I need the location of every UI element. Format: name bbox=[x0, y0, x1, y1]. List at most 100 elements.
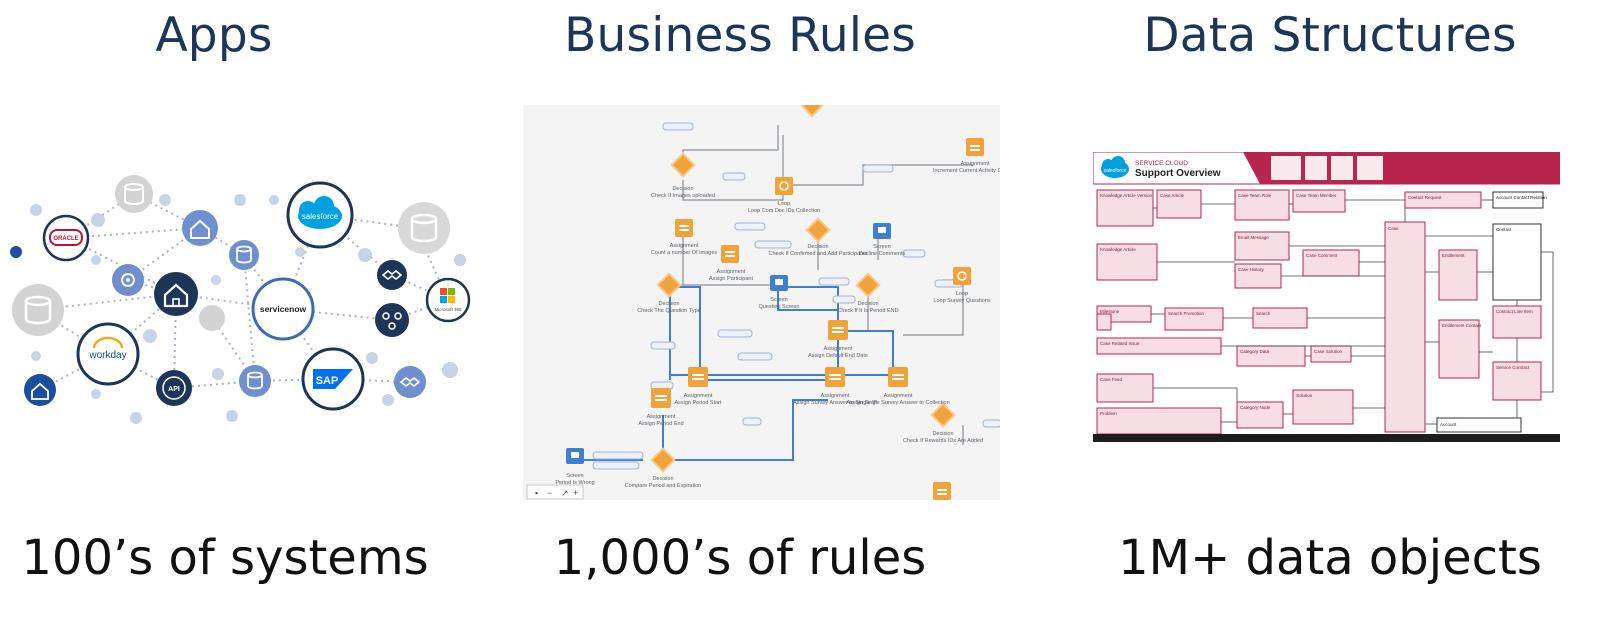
svg-text:Check If It Is Period END: Check If It Is Period END bbox=[837, 308, 898, 314]
handshake-icon-2 bbox=[394, 366, 426, 398]
svg-text:Case Related Issue: Case Related Issue bbox=[1100, 341, 1140, 346]
svg-text:servicenow: servicenow bbox=[260, 304, 307, 314]
svg-text:Milestone: Milestone bbox=[1100, 309, 1120, 314]
database-icon-gray-2 bbox=[12, 284, 64, 336]
svg-text:workday: workday bbox=[88, 350, 126, 361]
svg-text:Decision: Decision bbox=[658, 301, 679, 307]
handshake-icon-1 bbox=[377, 260, 407, 290]
svg-text:+: + bbox=[573, 488, 578, 498]
svg-text:Case Article: Case Article bbox=[1160, 193, 1185, 198]
business-rules-flow-diagram: Decision Check If Images uploaded Loop L… bbox=[523, 105, 1000, 500]
svg-text:Solution: Solution bbox=[1296, 393, 1313, 398]
svg-text:Case Solution: Case Solution bbox=[1314, 349, 1343, 354]
svg-text:API: API bbox=[168, 386, 180, 393]
svg-text:Microsoft 365: Microsoft 365 bbox=[434, 307, 462, 312]
svg-text:Case Team Role: Case Team Role bbox=[1238, 193, 1272, 198]
svg-text:Decision: Decision bbox=[807, 244, 828, 250]
svg-text:Email Message: Email Message bbox=[1238, 235, 1269, 240]
svg-text:ORACLE: ORACLE bbox=[53, 236, 78, 242]
business-rules-title: Business Rules bbox=[540, 8, 940, 63]
svg-text:Loop Survey Questions: Loop Survey Questions bbox=[933, 298, 990, 304]
svg-text:salesforce: salesforce bbox=[302, 212, 339, 221]
svg-text:▪: ▪ bbox=[535, 488, 538, 498]
sap-logo: SAP bbox=[303, 349, 363, 409]
svg-text:Screen: Screen bbox=[873, 244, 890, 250]
database-icon-gray-3 bbox=[398, 202, 450, 254]
workday-logo: workday bbox=[78, 324, 138, 384]
svg-text:Assign Default End Date: Assign Default End Date bbox=[808, 353, 868, 359]
svg-text:salesforce: salesforce bbox=[1104, 168, 1127, 174]
svg-text:Assignment: Assignment bbox=[961, 161, 990, 167]
svg-text:Contract Line Item: Contract Line Item bbox=[1496, 309, 1533, 314]
database-icon-gray-1 bbox=[115, 175, 153, 213]
apps-title: Apps bbox=[114, 8, 314, 63]
svg-text:Loop: Loop bbox=[956, 291, 968, 297]
svg-text:SAP: SAP bbox=[316, 375, 339, 387]
svg-text:Category Node: Category Node bbox=[1240, 405, 1271, 410]
svg-text:Contact: Contact bbox=[1496, 227, 1512, 232]
svg-text:Loop Com Doc IDs Collection: Loop Com Doc IDs Collection bbox=[748, 208, 820, 214]
svg-text:Account: Account bbox=[1440, 422, 1457, 427]
api-icon: API bbox=[156, 370, 192, 406]
oracle-logo: ORACLE bbox=[44, 216, 88, 260]
svg-text:Case Team Member: Case Team Member bbox=[1296, 193, 1337, 198]
svg-text:↗: ↗ bbox=[561, 488, 569, 498]
svg-text:Decision: Decision bbox=[857, 301, 878, 307]
svg-text:Check If Images uploaded: Check If Images uploaded bbox=[651, 193, 715, 199]
svg-text:Case: Case bbox=[1388, 226, 1399, 231]
svg-text:Decline Comments: Decline Comments bbox=[859, 251, 906, 257]
svg-text:Case Feed: Case Feed bbox=[1100, 377, 1123, 382]
svg-text:Assignment: Assignment bbox=[670, 243, 699, 249]
apps-network-diagram: ORACLE bbox=[0, 160, 490, 440]
svg-text:Decision: Decision bbox=[932, 431, 953, 437]
svg-text:Case Comment: Case Comment bbox=[1306, 253, 1338, 258]
svg-text:Service Contract: Service Contract bbox=[1496, 365, 1530, 370]
svg-text:Screen: Screen bbox=[566, 473, 583, 479]
home-icon-dark bbox=[154, 272, 198, 316]
svg-text:Assignment: Assignment bbox=[684, 393, 713, 399]
svg-text:Problem: Problem bbox=[1100, 411, 1117, 416]
network-icon bbox=[375, 303, 409, 337]
erd-header-title: Support Overview bbox=[1135, 168, 1221, 179]
microsoft-logo: Microsoft 365 bbox=[427, 279, 469, 321]
svg-text:Assignment: Assignment bbox=[647, 414, 676, 420]
svg-text:−: − bbox=[547, 488, 552, 498]
svg-text:Decision: Decision bbox=[652, 476, 673, 482]
data-structures-title: Data Structures bbox=[1120, 8, 1540, 63]
servicenow-logo: servicenow bbox=[253, 279, 313, 339]
svg-text:Check If Confirmed and Add Par: Check If Confirmed and Add Participants bbox=[768, 251, 867, 257]
svg-text:Entitlement: Entitlement bbox=[1442, 253, 1465, 258]
svg-text:Decision: Decision bbox=[672, 186, 693, 192]
home-icon-blue bbox=[24, 374, 56, 406]
svg-text:Assign Single Survey Answer to: Assign Single Survey Answer to Collectio… bbox=[846, 400, 949, 406]
svg-text:Count a number Of Images: Count a number Of Images bbox=[651, 250, 718, 256]
svg-text:Question Screen: Question Screen bbox=[759, 304, 800, 310]
svg-text:Account Contact Relation: Account Contact Relation bbox=[1496, 195, 1547, 200]
salesforce-logo: salesforce bbox=[288, 183, 352, 247]
svg-text:Check If Rewards IDs Are Added: Check If Rewards IDs Are Added bbox=[903, 438, 983, 444]
database-icon-blue-2 bbox=[239, 365, 271, 397]
svg-text:Assignment: Assignment bbox=[717, 269, 746, 275]
svg-text:Compare Period and Expiration: Compare Period and Expiration bbox=[625, 483, 702, 489]
data-structures-erd: salesforce SERVICE CLOUD Support Overvie… bbox=[1093, 152, 1560, 442]
svg-text:Category Data: Category Data bbox=[1240, 349, 1270, 354]
svg-text:Assignment: Assignment bbox=[824, 346, 853, 352]
erd-header-small: SERVICE CLOUD bbox=[1135, 160, 1188, 167]
svg-text:Assign Period End: Assign Period End bbox=[638, 421, 683, 427]
svg-text:Increment Current Activity Cou: Increment Current Activity Counter bbox=[933, 168, 1000, 174]
svg-text:Assignment: Assignment bbox=[821, 393, 850, 399]
home-icon-light bbox=[182, 210, 218, 246]
svg-text:Assign Period Start: Assign Period Start bbox=[674, 400, 722, 406]
svg-text:Search Promotion: Search Promotion bbox=[1168, 311, 1205, 316]
zoom-controls[interactable]: ▪ − ↗ + bbox=[527, 485, 583, 499]
svg-text:Assignment: Assignment bbox=[884, 393, 913, 399]
svg-text:Knowledge Article Version: Knowledge Article Version bbox=[1100, 193, 1153, 198]
svg-text:Case History: Case History bbox=[1238, 267, 1265, 272]
business-rules-caption: 1,000’s of rules bbox=[540, 530, 940, 586]
data-structures-caption: 1M+ data objects bbox=[1110, 530, 1550, 586]
settings-cloud-icon bbox=[112, 264, 144, 296]
svg-text:Knowledge Article: Knowledge Article bbox=[1100, 247, 1136, 252]
svg-text:Contact Request: Contact Request bbox=[1408, 195, 1442, 200]
svg-text:Loop: Loop bbox=[778, 201, 790, 207]
svg-text:Screen: Screen bbox=[770, 297, 787, 303]
